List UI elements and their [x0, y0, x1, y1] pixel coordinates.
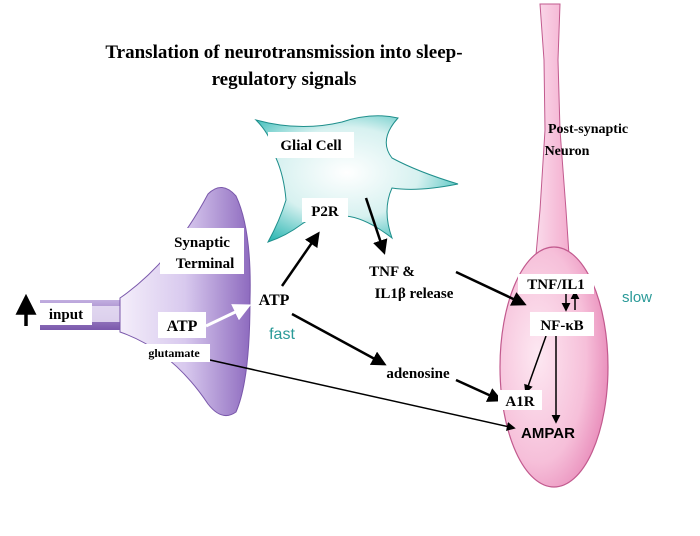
post-synaptic-label-line2: Neuron [545, 144, 590, 159]
glial-cell-label-box [268, 132, 354, 158]
tnf-il1-label-box [518, 274, 594, 294]
post-synaptic-label-line1: Post-synaptic [548, 122, 628, 137]
atp-center-label: ATP [259, 292, 290, 309]
arrow-tnf-release-to-nfkb [455, 270, 527, 306]
arrow-atp-to-adenosine [291, 312, 387, 366]
tnf-release-label-line2: IL1β release [375, 286, 454, 302]
arrow-nfkb-to-a1r [524, 335, 547, 394]
post-synaptic-cell-body [499, 246, 609, 488]
p2r-label-box [302, 198, 348, 222]
synaptic-terminal-label-box [160, 228, 244, 274]
nfkb-label: NF-κB [540, 318, 583, 334]
arrow-adenosine-to-a1r [455, 378, 503, 402]
glutamate-label-box [138, 344, 210, 362]
arrow-p2r-to-tnf-release [364, 197, 388, 255]
tnf-release-label-line1: TNF & [369, 264, 415, 280]
synaptic-terminal [119, 187, 251, 417]
diagram-title-line1: Translation of neurotransmission into sl… [105, 42, 462, 63]
atp-terminal-label-box [158, 312, 206, 338]
input-label-box [40, 303, 92, 325]
fast-label: fast [269, 326, 295, 343]
arrow-atp-to-p2r [280, 231, 320, 287]
adenosine-label: adenosine [386, 366, 450, 382]
input-label: input [49, 307, 83, 323]
diagram-title-line2: regulatory signals [212, 69, 357, 90]
synaptic-terminal-label-line1: Synaptic [174, 235, 230, 251]
glutamate-label: glutamate [148, 346, 200, 360]
synaptic-terminal-label-line2: Terminal [176, 256, 235, 272]
nfkb-label-box [530, 312, 594, 336]
p2r-label: P2R [311, 204, 339, 220]
arrow-atp-to-atp [205, 304, 252, 328]
a1r-label-box [498, 390, 542, 410]
a1r-label: A1R [505, 394, 534, 410]
slow-label: slow [622, 289, 652, 306]
arrow-glutamate-to-ampar [209, 359, 516, 431]
atp-terminal-label: ATP [167, 318, 198, 335]
tnf-il1-label: TNF/IL1 [527, 277, 585, 293]
ampar-label: AMPAR [521, 425, 575, 442]
glial-cell-label: Glial Cell [280, 138, 341, 154]
